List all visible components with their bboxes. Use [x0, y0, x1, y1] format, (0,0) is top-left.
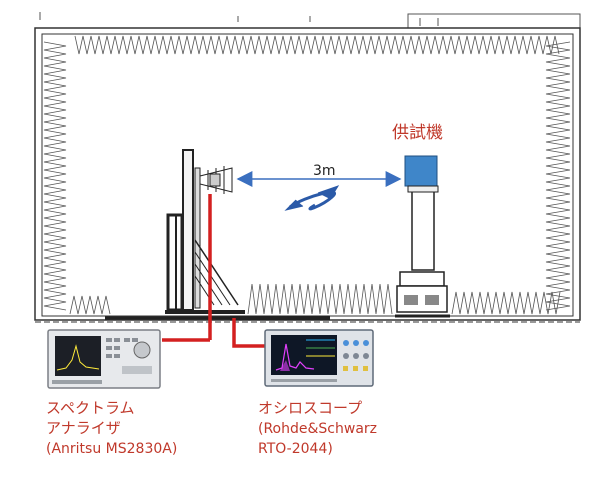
absorber-row: [451, 291, 561, 315]
absorber-row: [545, 41, 571, 311]
polarization-rotation-icon: [284, 185, 340, 211]
absorber-row: [69, 295, 111, 315]
oscilloscope: [264, 329, 374, 387]
spectrum-analyzer: [47, 329, 161, 389]
absorber-row: [43, 41, 67, 311]
distance-label: 3m: [313, 163, 336, 179]
antenna-mast: [165, 149, 245, 314]
absorber-row: [74, 35, 560, 55]
radio-absorbers: [43, 35, 571, 315]
top-ruler-marks: [39, 12, 581, 29]
oscilloscope-name: オシロスコープ: [258, 399, 363, 417]
receiving-antenna: [199, 166, 233, 194]
device-under-test: [395, 155, 450, 318]
rf-cables: [162, 194, 272, 348]
spectrum-analyzer-model: (Anritsu MS2830A): [46, 441, 178, 457]
spectrum-analyzer-name-line2: アナライザ: [46, 419, 121, 437]
dut-label: 供試機: [392, 123, 443, 143]
oscilloscope-model-line1: (Rohde&Schwarz: [258, 421, 378, 437]
spectrum-analyzer-name-line1: スペクトラム: [46, 399, 135, 417]
absorber-row: [247, 283, 393, 315]
chamber-wall: [34, 27, 581, 323]
oscilloscope-model-line2: RTO-2044): [258, 441, 333, 457]
